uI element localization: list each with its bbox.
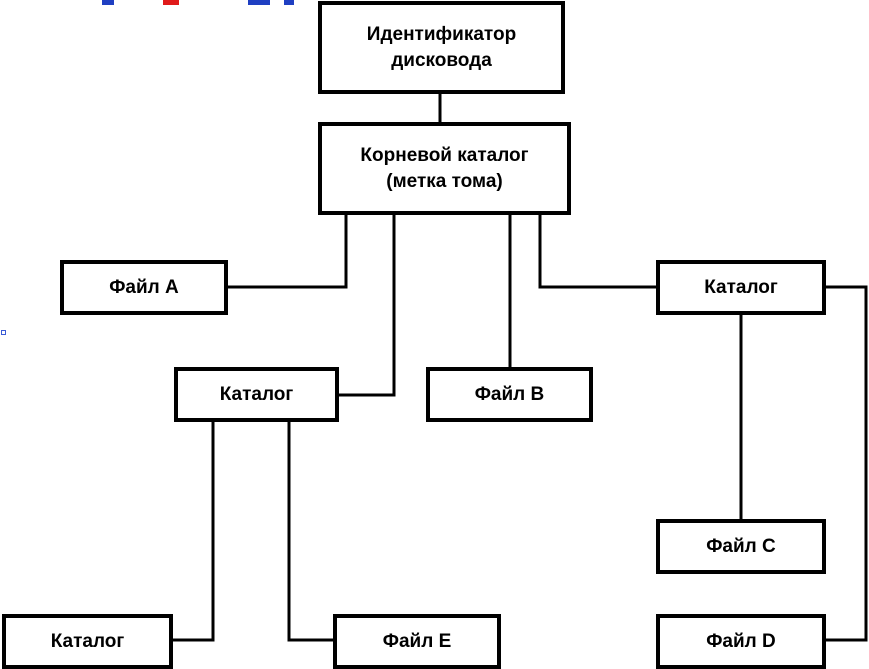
node-catalog-left: Каталог xyxy=(174,367,339,422)
title-fragment xyxy=(163,0,179,5)
node-file-e: Файл Е xyxy=(333,614,501,669)
node-label: Каталог xyxy=(219,383,294,405)
node-root-catalog: Корневой каталог (метка тома) xyxy=(318,122,571,215)
node-label: Каталог xyxy=(50,630,125,652)
node-file-c: Файл С xyxy=(656,519,826,574)
edge-catalog-left-catalog-bottom xyxy=(173,422,215,642)
cropped-title-strip xyxy=(0,0,320,6)
node-drive-identifier: Идентификатор дисковода xyxy=(318,1,565,94)
node-label: Каталог xyxy=(704,276,778,298)
edge-catalog-left-file-e xyxy=(287,422,333,642)
title-fragment xyxy=(284,0,294,5)
node-label: Файл D xyxy=(706,630,776,652)
node-file-a: Файл А xyxy=(60,260,228,315)
node-label: Файл С xyxy=(706,535,776,557)
node-file-b: Файл В xyxy=(426,367,593,422)
node-catalog-bottom: Каталог xyxy=(2,614,173,669)
node-label: Файл Е xyxy=(382,630,452,652)
edge-root-file-a xyxy=(228,215,348,289)
node-catalog-right: Каталог xyxy=(656,260,826,315)
node-label: Корневой каталог (метка тома) xyxy=(360,144,529,192)
node-label: Идентификатор дисковода xyxy=(366,23,517,71)
title-fragment xyxy=(102,0,114,5)
edge-catalog-right-file-d xyxy=(826,285,868,642)
stray-mark xyxy=(1,330,6,335)
node-label: Файл А xyxy=(109,276,179,298)
edge-root-catalog-right xyxy=(538,215,656,289)
node-file-d: Файл D xyxy=(656,614,826,669)
edge-root-catalog-left xyxy=(339,215,396,397)
node-label: Файл В xyxy=(474,383,545,405)
title-fragment xyxy=(248,0,270,5)
